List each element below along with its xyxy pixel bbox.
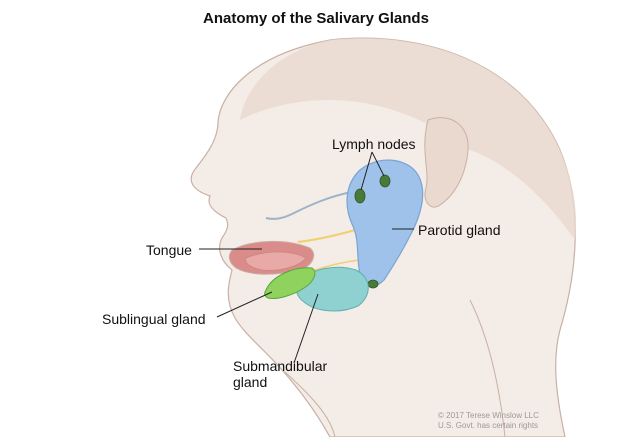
neck-line-back	[469, 299, 506, 438]
credit-line-1: © 2017 Terese Winslow LLC	[438, 411, 539, 420]
neck-line-front	[284, 371, 336, 438]
sublingual-gland	[264, 267, 316, 299]
lymph-node-2	[379, 174, 391, 188]
submandibular-gland	[296, 266, 369, 312]
ear	[424, 117, 469, 208]
pointer-submandibular	[293, 293, 319, 364]
pointer-lymph-1	[360, 151, 373, 191]
lymph-node-1	[354, 188, 366, 204]
label-parotid-gland: Parotid gland	[418, 222, 501, 238]
label-lymph-nodes: Lymph nodes	[332, 136, 416, 152]
label-submandibular-line1: Submandibular	[233, 358, 328, 374]
tongue-shape	[245, 251, 307, 271]
label-submandibular-line2: gland	[233, 374, 268, 390]
label-sublingual-gland: Sublingual gland	[102, 311, 206, 327]
copyright-credit: © 2017 Terese Winslow LLC U.S. Govt. has…	[438, 411, 628, 431]
facial-nerve	[265, 191, 353, 220]
pointer-lymph-2	[371, 151, 385, 177]
label-tongue: Tongue	[146, 242, 192, 258]
parotid-gland	[346, 159, 424, 287]
hair-shade	[240, 38, 577, 240]
credit-line-2: U.S. Govt. has certain rights	[438, 421, 539, 430]
pointer-sublingual	[216, 291, 273, 318]
lymph-node-3	[367, 279, 379, 289]
diagram-title: Anatomy of the Salivary Glands	[203, 10, 429, 27]
